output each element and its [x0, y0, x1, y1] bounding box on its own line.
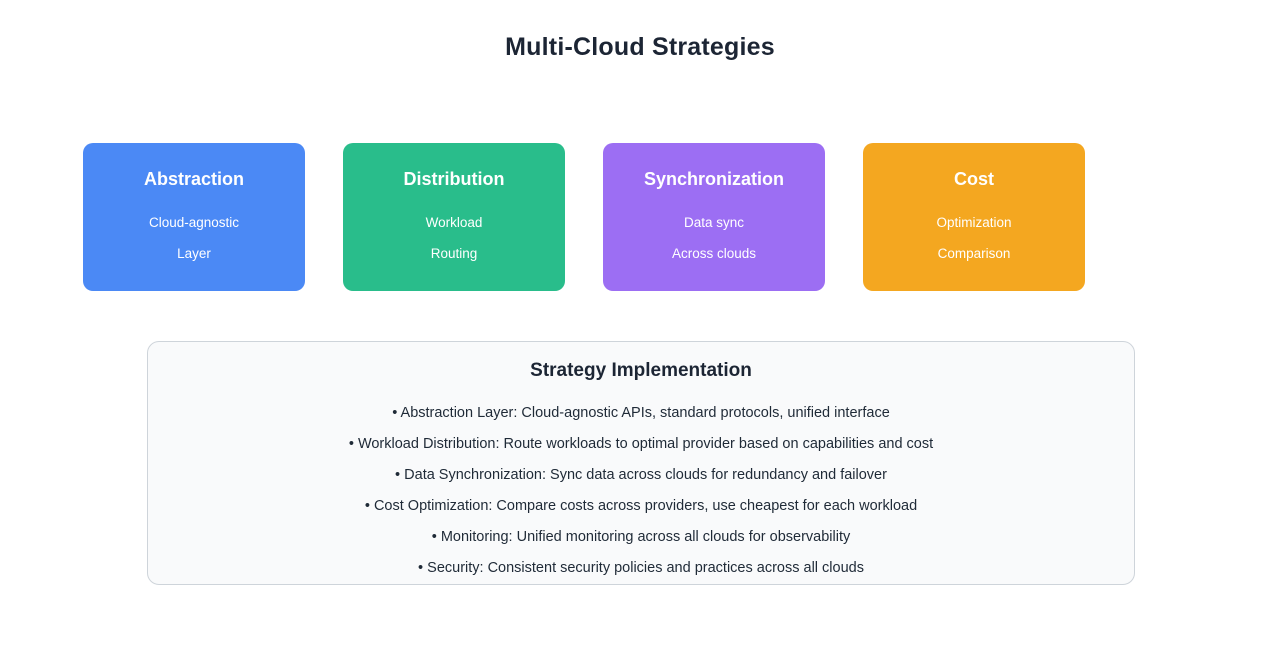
implementation-item-workload-distribution: • Workload Distribution: Route workloads…: [348, 436, 934, 452]
card-cost: Cost Optimization Comparison: [863, 143, 1085, 291]
implementation-item-data-synchronization: • Data Synchronization: Sync data across…: [395, 467, 887, 483]
implementation-item-security: • Security: Consistent security policies…: [418, 560, 864, 576]
implementation-item-monitoring: • Monitoring: Unified monitoring across …: [431, 529, 851, 545]
strategy-implementation-panel: Strategy Implementation • Abstraction La…: [147, 341, 1135, 585]
card-abstraction-line2: Layer: [177, 246, 211, 261]
strategy-implementation-title: Strategy Implementation: [530, 360, 752, 381]
card-synchronization-line1: Data sync: [683, 215, 745, 230]
strategy-implementation-list: • Abstraction Layer: Cloud-agnostic APIs…: [148, 398, 1134, 584]
card-distribution: Distribution Workload Routing: [343, 143, 565, 291]
diagram-title: Multi-Cloud Strategies: [505, 33, 775, 61]
card-cost-line1: Optimization: [936, 215, 1012, 230]
card-abstraction: Abstraction Cloud-agnostic Layer: [83, 143, 305, 291]
card-synchronization-line2: Across clouds: [671, 246, 757, 261]
card-cost-line2: Comparison: [937, 246, 1011, 261]
card-distribution-title: Distribution: [403, 169, 505, 189]
card-distribution-line2: Routing: [430, 246, 478, 261]
card-abstraction-title: Abstraction: [143, 169, 244, 189]
implementation-item-abstraction-layer: • Abstraction Layer: Cloud-agnostic APIs…: [392, 405, 890, 421]
card-synchronization-title: Synchronization: [643, 169, 784, 189]
card-cost-title: Cost: [954, 169, 994, 189]
card-distribution-line1: Workload: [425, 215, 483, 230]
card-synchronization: Synchronization Data sync Across clouds: [603, 143, 825, 291]
implementation-item-cost-optimization: • Cost Optimization: Compare costs acros…: [364, 498, 918, 514]
card-abstraction-line1: Cloud-agnostic: [148, 215, 240, 230]
